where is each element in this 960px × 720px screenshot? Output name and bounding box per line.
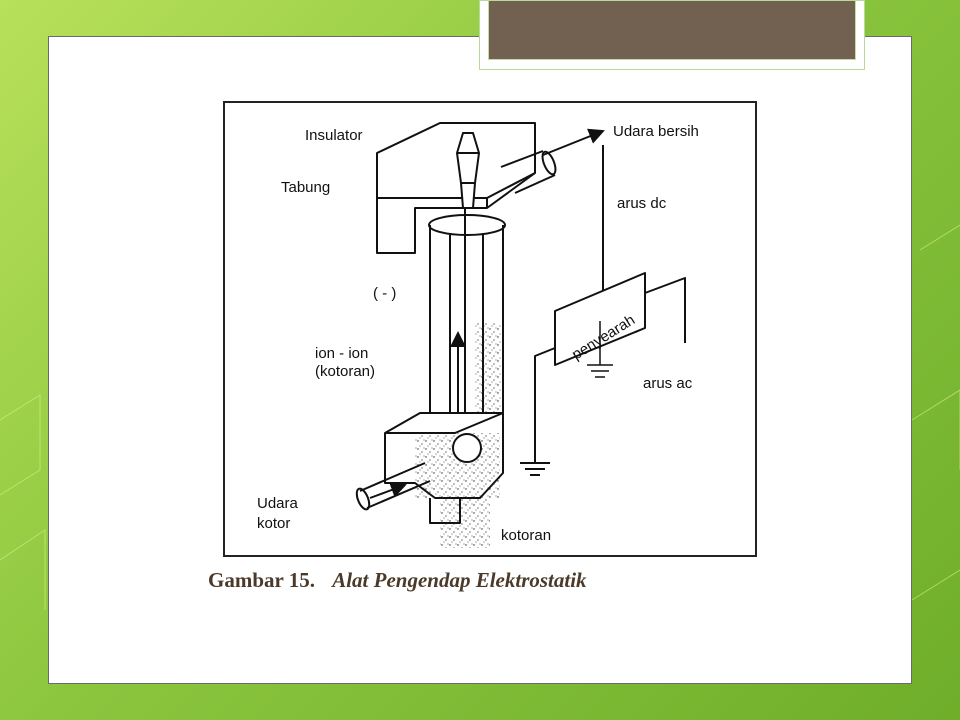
label-arus-dc: arus dc — [617, 195, 667, 212]
figure-caption: Gambar 15. Alat Pengendap Elektrostatik — [208, 568, 808, 593]
label-udara-bersih: Udara bersih — [613, 123, 699, 140]
caption-title: Alat Pengendap Elektrostatik — [332, 568, 587, 592]
precipitator-drawing — [355, 122, 686, 548]
label-ion: ion - ion — [315, 345, 369, 362]
label-insulator: Insulator — [305, 127, 363, 144]
outlet-pipe — [500, 150, 556, 194]
label-udara: Udara — [257, 495, 298, 512]
label-tabung: Tabung — [281, 179, 331, 196]
tube — [429, 225, 504, 443]
label-arus-ac: arus ac — [643, 375, 693, 392]
caption-number: Gambar 15. — [208, 568, 315, 592]
figure-electrostatic-precipitator: Insulator Tabung ( - ) ion - ion (kotora… — [223, 101, 757, 557]
rectifier-box — [554, 272, 646, 366]
label-ion-kotoran: (kotoran) — [315, 363, 376, 380]
label-negative: ( - ) — [373, 285, 397, 302]
title-placeholder[interactable] — [479, 0, 865, 70]
label-kotoran: kotoran — [501, 527, 552, 544]
top-box — [376, 122, 536, 254]
label-kotor: kotor — [257, 515, 291, 532]
title-bar — [488, 1, 856, 60]
